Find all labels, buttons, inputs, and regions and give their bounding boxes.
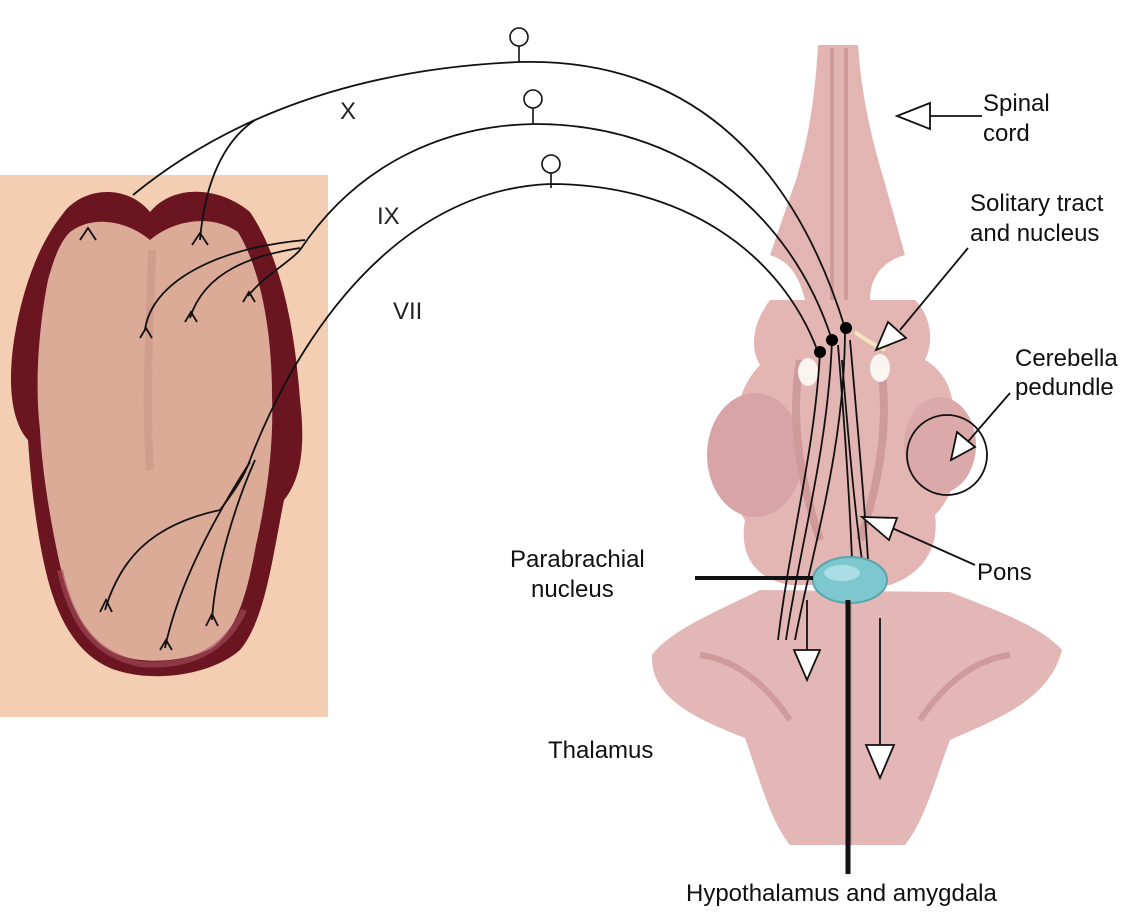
pons-pointer-icon bbox=[859, 516, 899, 542]
parabrachial-highlight bbox=[824, 565, 860, 581]
solitary-pointer-icon bbox=[874, 320, 908, 352]
white-nucleus-right bbox=[870, 354, 890, 382]
parabrachial-label-line1: Parabrachial bbox=[510, 546, 645, 573]
white-nucleus-left bbox=[798, 358, 818, 386]
nerve-vii-branch-a bbox=[104, 459, 251, 611]
nerve-ix-branch-a bbox=[144, 239, 306, 331]
nerve-x-label: X bbox=[340, 98, 356, 125]
solitary-label-line1: Solitary tract bbox=[970, 190, 1104, 217]
pons-label: Pons bbox=[977, 559, 1032, 586]
spinal-cord-label-line2: cord bbox=[983, 120, 1030, 147]
solitary-label-line2: and nucleus bbox=[970, 220, 1099, 247]
solitary-dot-2 bbox=[826, 334, 838, 346]
nerve-vii-label: VII bbox=[393, 298, 422, 325]
tongue-midline bbox=[143, 249, 156, 471]
spinal-cord-pointer-icon bbox=[894, 101, 931, 131]
thalamus-label: Thalamus bbox=[548, 737, 653, 764]
output-arrows bbox=[792, 600, 896, 781]
fiber-ascending-1 bbox=[777, 351, 821, 641]
lower-brain-fold-right bbox=[917, 652, 1011, 722]
solitary-dot-1 bbox=[814, 346, 826, 358]
fiber-ascending-4 bbox=[837, 344, 853, 561]
lower-brain-fold-left bbox=[699, 652, 793, 722]
nerve-vii-branch-b bbox=[164, 461, 251, 649]
fiber-ascending-6 bbox=[841, 359, 863, 561]
fiber-ascending-2 bbox=[785, 339, 833, 641]
solitary-nucleus-dots bbox=[814, 322, 852, 358]
fiber-ascending-5 bbox=[849, 339, 869, 561]
spinal-cord-groove bbox=[830, 48, 848, 300]
nerve-ix-branch-b bbox=[189, 247, 301, 319]
brainstem-illustration bbox=[651, 45, 1062, 845]
nerve-ix-label: IX bbox=[377, 203, 400, 230]
nerve-ix-branch-c bbox=[247, 249, 301, 297]
nerve-vii-branch-c bbox=[211, 459, 256, 621]
nerve-x-arch bbox=[132, 61, 846, 329]
cerebellar-pointer-icon bbox=[949, 430, 977, 462]
nerve-ending-forks bbox=[79, 226, 256, 651]
nerve-fibers bbox=[79, 61, 869, 651]
solitary-dot-3 bbox=[840, 322, 852, 334]
nerve-ix-arch bbox=[299, 123, 833, 341]
cerebellar-lobe-left bbox=[707, 393, 803, 517]
lower-brain-base bbox=[651, 590, 1062, 845]
tongue-tip-rim bbox=[57, 569, 247, 668]
ganglion-vii-icon bbox=[541, 154, 561, 174]
ganglion-ix-icon bbox=[523, 89, 543, 109]
parabrachial-label-line2: nucleus bbox=[531, 576, 614, 603]
cerebellar-label-line1: Cerebella bbox=[1015, 345, 1118, 372]
spinal-cord-shape bbox=[770, 45, 905, 300]
arrow-to-hypothalamus-head bbox=[864, 744, 896, 781]
nerve-ganglia bbox=[509, 27, 561, 188]
spinal-cord-label-line1: Spinal bbox=[983, 90, 1050, 117]
ganglion-x-icon bbox=[509, 27, 529, 47]
nerve-x-branch bbox=[199, 119, 256, 241]
tongue-body bbox=[37, 221, 273, 661]
nerve-vii-arch bbox=[249, 183, 819, 461]
arrow-to-thalamus-head bbox=[792, 649, 822, 683]
solitary-tract-highlight bbox=[853, 330, 886, 352]
cerebellar-peduncle-circle bbox=[906, 414, 988, 496]
cerebellar-peduncle-lobe bbox=[904, 397, 976, 493]
cerebellar-label-line2: pedundle bbox=[1015, 374, 1114, 401]
tongue-illustration bbox=[0, 175, 328, 717]
hypothalamus-label: Hypothalamus and amygdala bbox=[686, 880, 998, 907]
label-pointers bbox=[859, 101, 1011, 566]
